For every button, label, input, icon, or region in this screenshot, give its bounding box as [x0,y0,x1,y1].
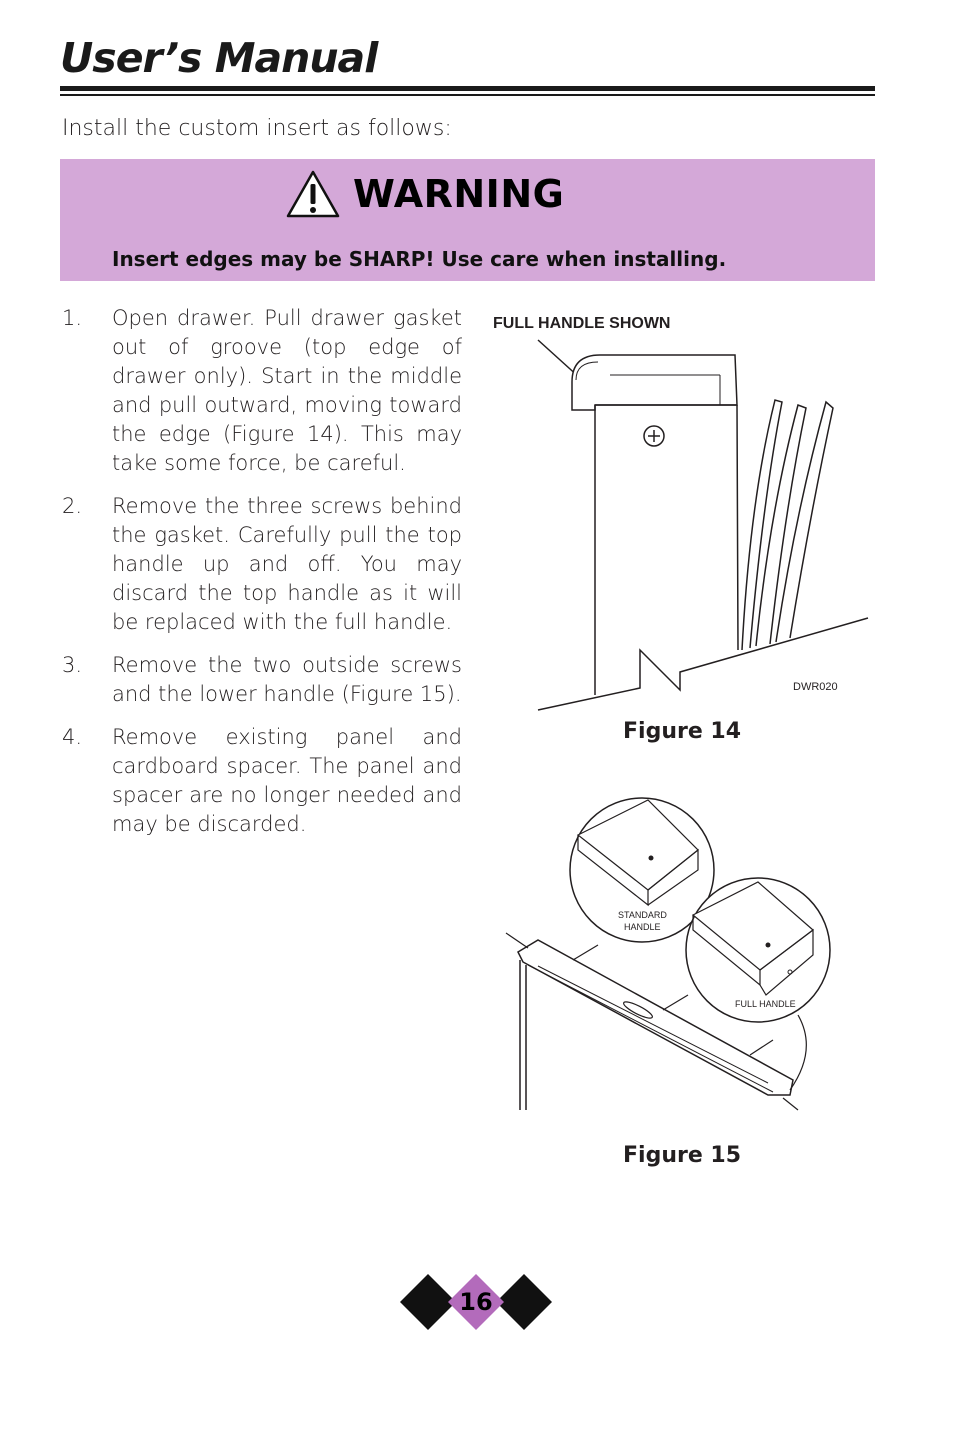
instruction-steps: 1. Open drawer. Pull drawer gasket out o… [62,304,462,853]
standard-handle-label-line2: HANDLE [624,922,661,932]
step-number: 2. [62,494,83,518]
standard-handle-label: STANDARD [618,910,667,920]
diamond-ornament-icon [400,1274,552,1330]
step-text: Remove the three screws behind the gaske… [112,494,462,634]
step-item: 1. Open drawer. Pull drawer gasket out o… [62,304,462,478]
warning-box [60,159,875,281]
step-text: Remove the two outside screws and the lo… [112,653,462,706]
step-number: 1. [62,306,83,330]
warning-triangle-icon [286,170,340,218]
step-item: 4. Remove existing panel and cardboard s… [62,723,462,839]
title-rule-thick [60,86,875,91]
step-item: 2. Remove the three screws behind the ga… [62,492,462,637]
step-text: Open drawer. Pull drawer gasket out of g… [112,306,462,475]
step-item: 3. Remove the two outside screws and the… [62,651,462,709]
figure-14-label: FULL HANDLE SHOWN [493,315,670,332]
figure-15-illustration: STANDARD HANDLE FULL HANDLE [505,797,831,1111]
figure-14-illustration: FULL HANDLE SHOWN DWR020 [493,315,869,711]
warning-header: WARNING [285,168,564,220]
title-rule-thin [60,94,875,96]
page-title: User’s Manual [60,34,378,82]
warning-title: WARNING [353,172,565,216]
intro-text: Install the custom insert as follows: [62,116,452,141]
figure-14-code: DWR020 [793,681,838,693]
step-number: 4. [62,725,83,749]
step-number: 3. [62,653,83,677]
figure-15-caption: Figure 15 [623,1143,742,1168]
full-handle-label: FULL HANDLE [735,999,796,1009]
figure-14-caption: Figure 14 [623,719,742,744]
page-number: 16 [459,1288,493,1316]
warning-message: Insert edges may be SHARP! Use care when… [112,247,727,271]
page-number-ornament: 16 [398,1272,554,1332]
step-text: Remove existing panel and cardboard spac… [112,725,462,836]
